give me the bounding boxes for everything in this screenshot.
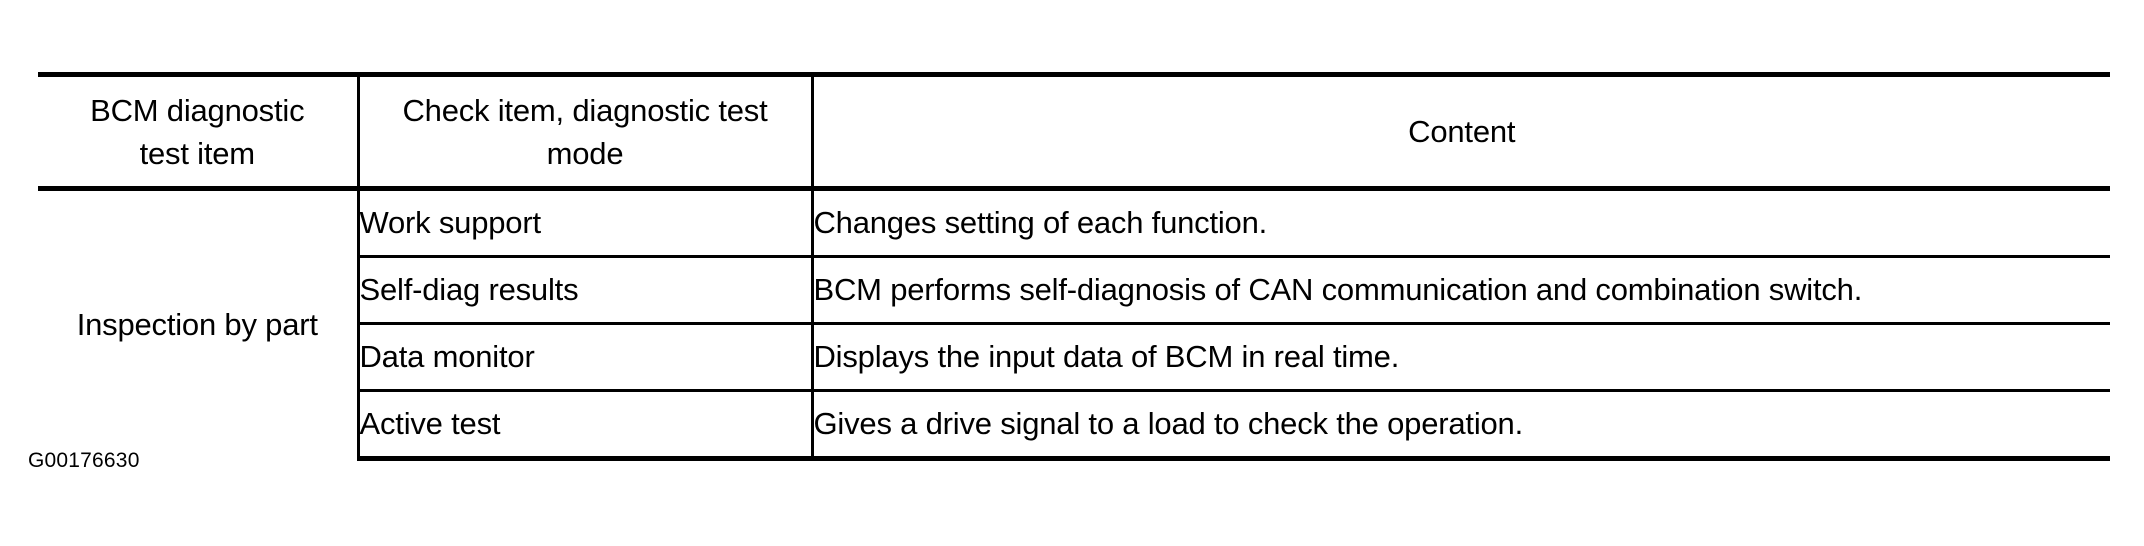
table-header: BCM diagnostic test item Check item, dia… [38, 72, 2110, 191]
cell-test-mode: Work support [358, 188, 814, 257]
table-body: Inspection by part Work support Changes … [38, 188, 2110, 461]
table-row: Data monitor Displays the input data of … [38, 322, 2110, 391]
column-header-line-1: BCM diagnostic [90, 92, 305, 128]
table-row: Inspection by part Work support Changes … [38, 188, 2110, 459]
column-header-bcm-diagnostic-test-item: BCM diagnostic test item [38, 72, 360, 191]
column-header-line-2: test item [139, 135, 256, 171]
spec-table-container: BCM diagnostic test item Check item, dia… [38, 72, 2110, 461]
column-header-content: Content [812, 72, 2110, 191]
cell-test-mode: Active test [358, 389, 814, 461]
cell-test-mode: Self-diag results [358, 255, 814, 324]
group-cell-inspection-by-part: Inspection by part [38, 188, 360, 459]
column-header-line-1: Check item, diagnostic test [402, 92, 768, 128]
column-header-label: Content [1408, 114, 1516, 149]
cell-content: Gives a drive signal to a load to check … [812, 389, 2110, 461]
figure-code-label: G00176630 [28, 449, 140, 472]
table-header-row: BCM diagnostic test item Check item, dia… [38, 72, 2110, 191]
bcm-diagnostic-test-item-table: BCM diagnostic test item Check item, dia… [38, 72, 2110, 461]
table-row: Active test Gives a drive signal to a lo… [38, 389, 2110, 461]
cell-content: BCM performs self-diagnosis of CAN commu… [812, 255, 2110, 324]
table-row: Self-diag results BCM performs self-diag… [38, 255, 2110, 324]
cell-content: Displays the input data of BCM in real t… [812, 322, 2110, 391]
column-header-line-2: mode [546, 135, 624, 171]
cell-content: Changes setting of each function. [812, 188, 2110, 257]
cell-test-mode: Data monitor [358, 322, 814, 391]
column-header-check-item-diagnostic-test-mode: Check item, diagnostic test mode [358, 72, 814, 191]
